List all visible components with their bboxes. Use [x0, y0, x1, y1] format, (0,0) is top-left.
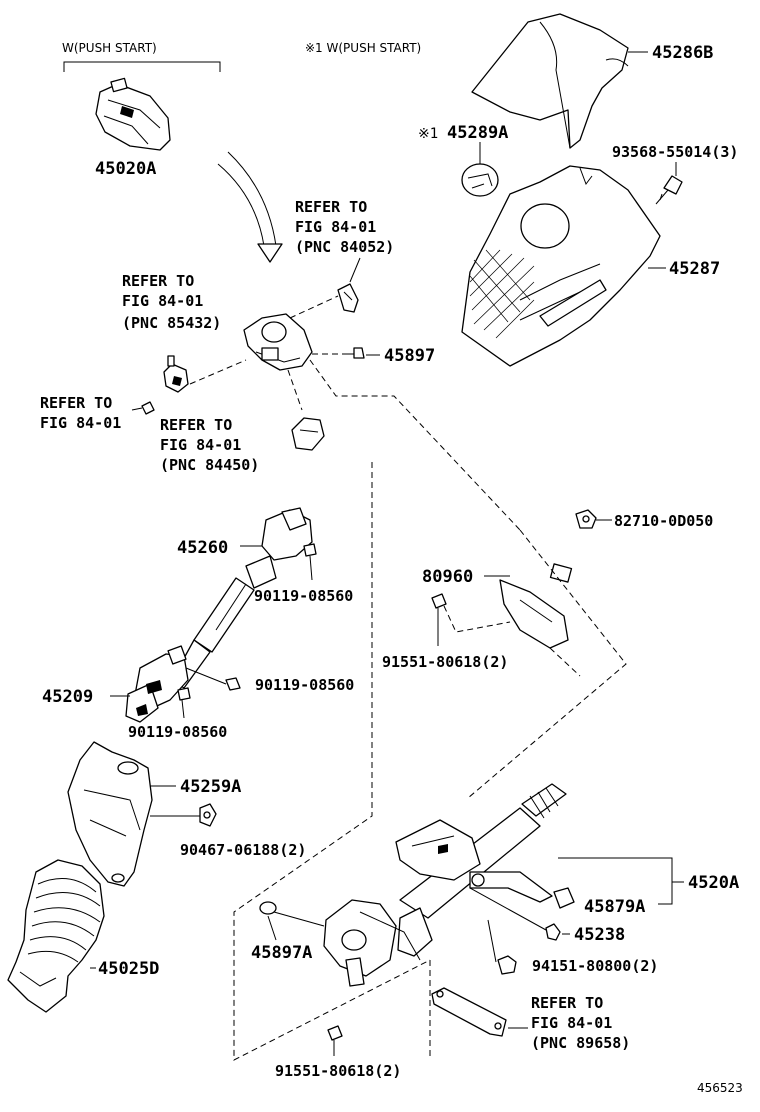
svg-text:FIG 84-01: FIG 84-01	[40, 414, 121, 432]
part-number-82710[interactable]: 82710-0D050	[614, 512, 713, 530]
svg-text:(PNC 84450): (PNC 84450)	[160, 456, 259, 474]
svg-text:FIG 84-01: FIG 84-01	[122, 292, 203, 310]
bolt-90119-right[interactable]	[185, 667, 241, 691]
svg-text:FIG 84-01: FIG 84-01	[160, 436, 241, 454]
svg-text:(PNC 84052): (PNC 84052)	[295, 238, 394, 256]
part-84450[interactable]	[291, 417, 325, 451]
part-number-45286B[interactable]: 45286B	[652, 43, 713, 63]
part-number-93568[interactable]: 93568-55014(3)	[612, 143, 738, 161]
assembly-line	[189, 359, 247, 385]
leader-fig-84-01	[131, 407, 143, 411]
reference-pnc-84450[interactable]: REFER TO FIG 84-01 (PNC 84450)	[160, 416, 259, 474]
leader-45897A	[267, 915, 277, 941]
svg-text:REFER TO: REFER TO	[295, 198, 367, 216]
part-number-4520A[interactable]: 4520A	[688, 873, 739, 893]
leader-45238-b	[469, 887, 547, 931]
note-mark-45289A: ※1	[418, 126, 438, 142]
bolt-90119-top[interactable]	[303, 543, 317, 581]
part-number-45020A[interactable]: 45020A	[95, 159, 156, 179]
assembly-line	[443, 605, 511, 633]
curved-arrow	[217, 151, 283, 263]
leader-94151	[487, 919, 497, 963]
bracket-4520A	[640, 857, 673, 905]
svg-text:REFER TO: REFER TO	[40, 394, 112, 412]
assembly-line	[309, 359, 521, 531]
reference-pnc-85432[interactable]: REFER TO FIG 84-01 (PNC 85432)	[122, 272, 221, 332]
reference-pnc-84052[interactable]: REFER TO FIG 84-01 (PNC 84052)	[295, 198, 394, 256]
caption-push-start-note: ※1 W(PUSH START)	[305, 41, 421, 55]
steering-column-assembly-4520A[interactable]	[323, 783, 567, 987]
assembly-line	[287, 369, 303, 411]
push-start-switch-45020A[interactable]	[95, 77, 171, 151]
screw-91551-lower[interactable]	[327, 1025, 343, 1056]
clamp-82710[interactable]	[575, 509, 597, 529]
small-screw[interactable]	[141, 401, 155, 415]
svg-text:(PNC 85432): (PNC 85432)	[122, 314, 221, 332]
part-number-45287[interactable]: 45287	[669, 259, 720, 279]
part-number-45897[interactable]: 45897	[384, 346, 435, 366]
upper-column-cover-45286B[interactable]	[471, 13, 629, 149]
screw-93568[interactable]	[655, 175, 683, 205]
part-number-45025D[interactable]: 45025D	[98, 959, 159, 979]
bolt-45897A[interactable]	[259, 901, 325, 927]
caption-push-start: W(PUSH START)	[62, 41, 157, 55]
part-number-45897A[interactable]: 45897A	[251, 943, 312, 963]
lower-column-cover-45287[interactable]	[461, 165, 661, 367]
connector-84052[interactable]	[337, 283, 359, 313]
caption-bracket	[63, 61, 221, 72]
nut-45238[interactable]	[545, 923, 561, 941]
switch-85432[interactable]	[163, 355, 189, 393]
boot-cover-45259A[interactable]	[67, 741, 153, 887]
part-number-90119-bottom[interactable]: 90119-08560	[128, 723, 227, 741]
svg-text:REFER TO: REFER TO	[160, 416, 232, 434]
part-number-45238[interactable]: 45238	[574, 925, 625, 945]
part-number-91551-upper[interactable]: 91551-80618(2)	[382, 653, 508, 671]
steering-boot-45025D[interactable]	[7, 859, 105, 1013]
cover-plug-45289A[interactable]	[461, 163, 499, 197]
svg-text:REFER TO: REFER TO	[122, 272, 194, 290]
part-number-45209[interactable]: 45209	[42, 687, 93, 707]
assembly-line	[549, 647, 581, 677]
part-number-90119-right[interactable]: 90119-08560	[255, 676, 354, 694]
part-number-45289A[interactable]: 45289A	[447, 123, 508, 143]
screw-91551-upper[interactable]	[431, 593, 447, 646]
bracket-89658[interactable]	[431, 987, 507, 1037]
bolt-45897[interactable]	[342, 347, 365, 359]
svg-text:FIG 84-01: FIG 84-01	[295, 218, 376, 236]
part-number-45259A[interactable]: 45259A	[180, 777, 241, 797]
assembly-line	[467, 529, 627, 799]
reference-pnc-89658[interactable]: REFER TO FIG 84-01 (PNC 89658)	[531, 994, 630, 1052]
svg-text:FIG 84-01: FIG 84-01	[531, 1014, 612, 1032]
clip-90467[interactable]	[199, 803, 217, 827]
svg-text:(PNC 89658): (PNC 89658)	[531, 1034, 630, 1052]
part-number-90467[interactable]: 90467-06188(2)	[180, 841, 306, 859]
assembly-boundary	[233, 462, 431, 1061]
bolt-90119-bottom[interactable]	[177, 687, 191, 719]
leader-84052	[349, 257, 361, 283]
part-number-90119-top[interactable]: 90119-08560	[254, 587, 353, 605]
part-number-91551-lower[interactable]: 91551-80618(2)	[275, 1062, 401, 1080]
universal-joint-45209[interactable]	[125, 645, 189, 723]
part-number-80960[interactable]: 80960	[422, 567, 473, 587]
svg-text:REFER TO: REFER TO	[531, 994, 603, 1012]
assembly-line	[289, 295, 339, 319]
part-number-45260[interactable]: 45260	[177, 538, 228, 558]
part-number-94151[interactable]: 94151-80800(2)	[532, 957, 658, 975]
part-number-45879A[interactable]: 45879A	[584, 897, 645, 917]
wire-harness-80960[interactable]	[499, 533, 605, 649]
ignition-switch-housing[interactable]	[243, 313, 313, 371]
reference-fig-84-01[interactable]: REFER TO FIG 84-01	[40, 394, 121, 432]
nut-45879A[interactable]	[553, 887, 575, 909]
nut-94151[interactable]	[497, 955, 517, 975]
illustration-number: 456523	[697, 1081, 743, 1095]
